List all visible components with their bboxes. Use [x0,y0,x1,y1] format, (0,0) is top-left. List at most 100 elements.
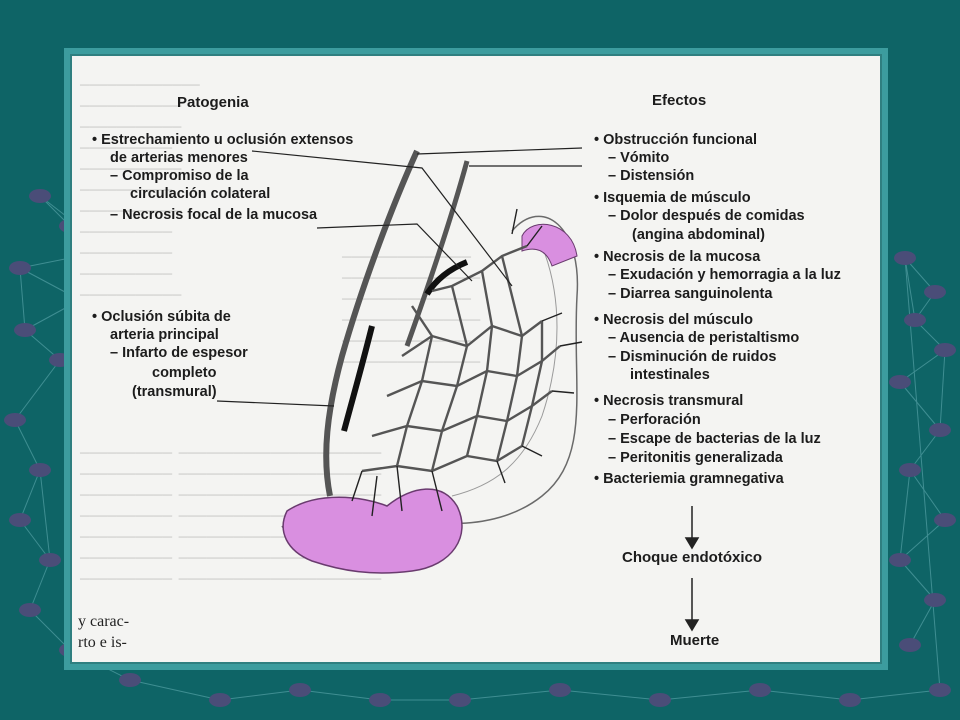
network-link [909,469,946,521]
efectos-item: – Dolor después de comidas [608,208,805,224]
network-node [839,693,861,707]
efectos-item: • Bacteriemia gramnegativa [594,471,784,487]
efectos-item: • Necrosis de la mucosa [594,249,761,265]
page-fragment-line-1: y carac- [78,613,130,630]
network-link [19,469,41,521]
network-node [924,593,946,607]
network-link [219,689,301,701]
efectos-item: • Isquemia de músculo [594,190,751,206]
network-link [559,689,661,701]
faded-page-text-left: ───────────── ─────────── ─────────── ──… [80,77,200,302]
network-node [119,673,141,687]
efectos-title: Efectos [652,92,707,109]
network-node [924,285,946,299]
occlusion-mark-lower [341,325,375,432]
network-link [909,429,941,471]
ischemic-segment-lower [282,488,463,574]
bowel-loop-inner [451,245,558,497]
network-node [29,463,51,477]
terminal-vessels [351,208,583,517]
network-node [209,693,231,707]
network-link [659,689,761,701]
patogenia-item: • Oclusión súbita de [92,309,231,325]
efectos-item: – Disminución de ruidos [608,349,777,365]
main-artery-branch [404,160,470,347]
network-node [899,638,921,652]
network-node [9,513,31,527]
muerte-label: Muerte [670,632,720,649]
network-node [894,251,916,265]
network-node [14,323,36,337]
patogenia-item: circulación colateral [130,186,271,202]
network-link [899,469,911,561]
network-node [929,423,951,437]
network-node [904,313,926,327]
main-artery [323,149,420,497]
network-node [19,603,41,617]
network-link [904,257,941,691]
efectos-item: – Diarrea sanguinolenta [608,286,773,302]
network-link [759,689,851,701]
network-link [19,519,51,561]
efectos-item: intestinales [630,367,710,383]
network-link [849,689,941,701]
network-link [939,349,946,431]
network-link [459,689,561,701]
network-node [649,693,671,707]
network-node [289,683,311,697]
efectos-item: • Obstrucción funcional [594,132,757,148]
patogenia-item: completo [152,365,217,381]
network-node [39,553,61,567]
network-node [934,343,956,357]
network-link [904,257,916,321]
efectos-item: – Perforación [608,412,701,428]
network-node [889,553,911,567]
network-node [369,693,391,707]
network-link [29,559,51,611]
page-fragment-line-2: rto e is- [78,634,127,651]
diagram-card: ───────────── ─────────── ─────────── ──… [64,48,888,670]
network-node [899,463,921,477]
network-node [934,513,956,527]
network-node [889,375,911,389]
patogenia-item: – Compromiso de la [110,168,249,184]
leader-lines [216,147,583,407]
patogenia-item: • Estrechamiento u oclusión extensos [92,132,354,148]
efectos-item: – Ausencia de peristaltismo [608,330,800,346]
network-node [749,683,771,697]
network-link [299,689,381,701]
efectos-item: – Escape de bacterias de la luz [608,431,821,447]
network-link [899,519,946,561]
patogenia-item: – Infarto de espesor [110,345,248,361]
efectos-item: – Peritonitis generalizada [608,450,783,466]
efectos-item: – Vómito [608,150,670,166]
network-link [39,469,51,561]
scanned-figure: ───────────── ─────────── ─────────── ──… [70,54,882,664]
patogenia-item: arteria principal [110,327,219,343]
network-node [929,683,951,697]
efectos-item: – Distensión [608,168,695,184]
occlusion-mark-upper [424,259,469,296]
efectos-item: • Necrosis transmural [594,393,744,409]
network-link [29,609,71,651]
network-link [19,267,26,331]
network-link [899,559,936,601]
network-link [909,599,936,646]
flow-arrows [684,506,700,632]
patogenia-item: (transmural) [132,384,217,400]
patogenia-item: de arterias menores [110,150,248,166]
network-link [14,419,41,471]
network-node [449,693,471,707]
network-node [549,683,571,697]
vascular-mesh [361,244,561,473]
efectos-item: – Exudación y hemorragia a la luz [608,267,841,283]
ischemic-segment-upper [521,223,578,267]
network-link [14,359,61,421]
network-node [29,189,51,203]
patogenia-item: – Necrosis focal de la mucosa [110,207,318,223]
network-node [9,261,31,275]
efectos-item: (angina abdominal) [632,227,765,243]
network-link [129,679,221,701]
choque-endotoxico-label: Choque endotóxico [622,549,762,566]
network-node [4,413,26,427]
